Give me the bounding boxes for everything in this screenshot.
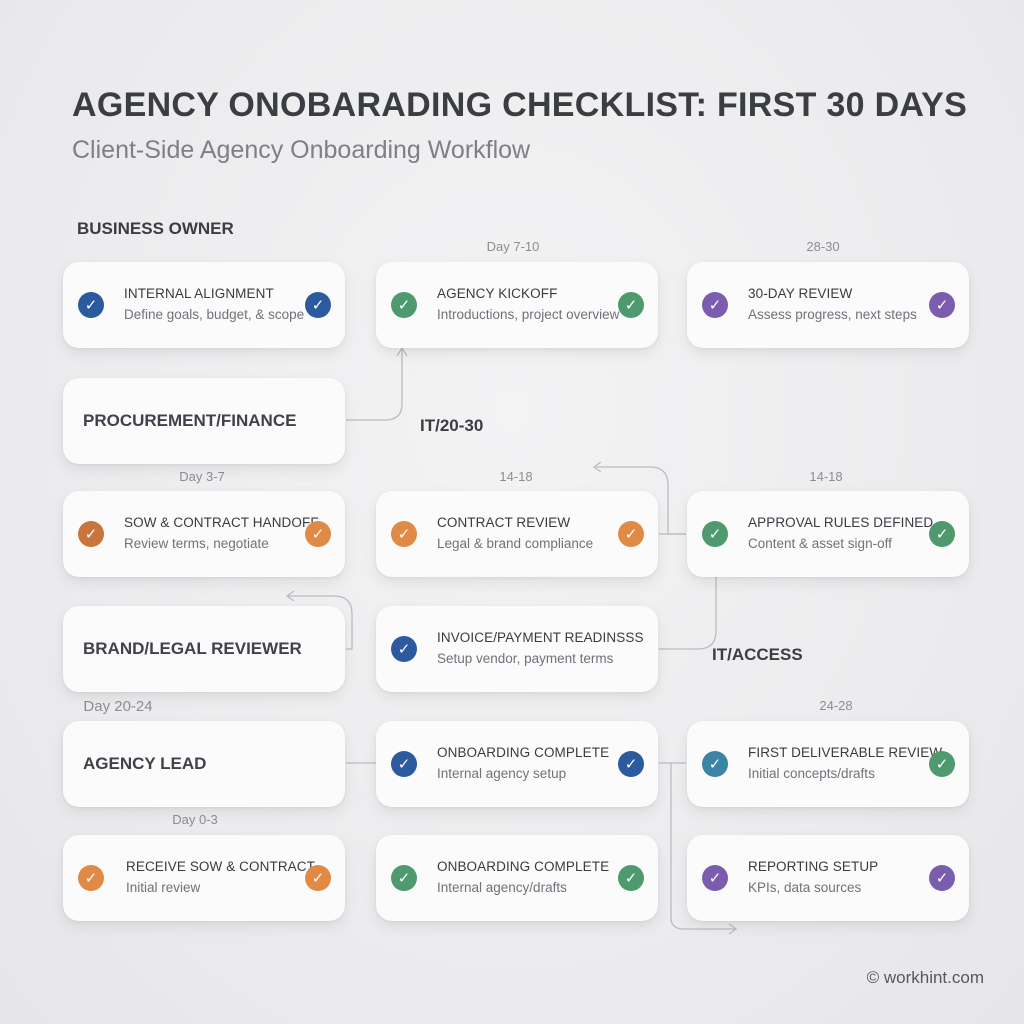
task-title: AGENCY KICKOFF [437, 286, 558, 301]
check-circle-icon[interactable]: ✓ [305, 292, 331, 318]
page-subtitle: Client-Side Agency Onboarding Workflow [72, 136, 531, 164]
task-title: ONBOARDING COMPLETE [437, 859, 610, 874]
task-subtitle: Review terms, negotiate [124, 536, 269, 551]
task-subtitle: Initial concepts/drafts [748, 766, 875, 781]
footer-credit: © workhint.com [866, 968, 984, 987]
day-label-3-7: Day 3-7 [179, 469, 225, 484]
task-title: FIRST DELIVERABLE REVIEW [748, 745, 943, 760]
connector-to-reporting [670, 763, 735, 930]
check-circle-icon: ✓ [391, 292, 417, 318]
task-subtitle: Assess progress, next steps [748, 307, 917, 322]
task-title: RECEIVE SOW & CONTRACT [126, 859, 315, 874]
task-card-sow-contract-handoff[interactable]: ✓ SOW & CONTRACT HANDOFF Review terms, n… [63, 491, 345, 577]
task-subtitle: Initial review [126, 880, 201, 895]
task-subtitle: Internal agency setup [437, 766, 567, 781]
task-card-30-day-review[interactable]: ✓ 30-DAY REVIEW Assess progress, next st… [687, 262, 969, 348]
task-card-approval-rules[interactable]: ✓ APPROVAL RULES DEFINED Content & asset… [687, 491, 969, 577]
task-title: 30-DAY REVIEW [748, 286, 853, 301]
arrowhead-right-reporting [728, 923, 738, 935]
task-card-contract-review[interactable]: ✓ CONTRACT REVIEW Legal & brand complian… [376, 491, 658, 577]
day-label-7-10: Day 7-10 [486, 239, 540, 254]
arrowhead-left-sow [285, 590, 295, 602]
arrowhead-left-contract [592, 461, 602, 473]
task-title: SOW & CONTRACT HANDOFF [124, 515, 319, 530]
task-card-agency-kickoff[interactable]: ✓ AGENCY KICKOFF Introductions, project … [376, 262, 658, 348]
check-circle-icon: ✓ [391, 865, 417, 891]
check-circle-icon: ✓ [78, 865, 104, 891]
day-label-14-18-right: 14-18 [809, 469, 843, 484]
check-circle-icon[interactable]: ✓ [618, 865, 644, 891]
task-title: APPROVAL RULES DEFINED [748, 515, 934, 530]
check-circle-icon[interactable]: ✓ [305, 865, 331, 891]
lane-label-it-access: IT/ACCESS [712, 645, 803, 664]
role-card-procurement-finance: PROCUREMENT/FINANCE [63, 378, 345, 464]
task-title: ONBOARDING COMPLETE [437, 745, 610, 760]
task-title: REPORTING SETUP [748, 859, 879, 874]
check-circle-icon[interactable]: ✓ [929, 751, 955, 777]
role-label: PROCUREMENT/FINANCE [83, 411, 297, 430]
role-card-agency-lead: AGENCY LEAD [63, 721, 345, 807]
task-card-onboarding-complete-1[interactable]: ✓ ONBOARDING COMPLETE Internal agency se… [376, 721, 658, 807]
check-circle-icon: ✓ [78, 292, 104, 318]
task-subtitle: Introductions, project overview [437, 307, 620, 322]
task-card-first-deliverable-review[interactable]: ✓ FIRST DELIVERABLE REVIEW Initial conce… [687, 721, 969, 807]
check-circle-icon: ✓ [702, 751, 728, 777]
check-circle-icon: ✓ [391, 521, 417, 547]
connector-contract-to-approval [596, 466, 686, 535]
check-circle-icon: ✓ [391, 636, 417, 662]
task-subtitle: KPIs, data sources [748, 880, 862, 895]
check-circle-icon[interactable]: ✓ [305, 521, 331, 547]
task-title: INVOICE/PAYMENT READINSSS [437, 630, 644, 645]
check-circle-icon[interactable]: ✓ [929, 865, 955, 891]
check-circle-icon[interactable]: ✓ [929, 521, 955, 547]
day-label-20-24: Day 20-24 [83, 698, 153, 715]
day-label-28-30: 28-30 [806, 239, 840, 254]
connector-invoice-to-approval [659, 576, 717, 650]
task-card-internal-alignment[interactable]: ✓ INTERNAL ALIGNMENT Define goals, budge… [63, 262, 345, 348]
task-subtitle: Internal agency/drafts [437, 880, 567, 895]
role-label: BRAND/LEGAL REVIEWER [83, 639, 302, 658]
task-subtitle: Define goals, budget, & scope [124, 307, 305, 322]
check-circle-icon: ✓ [702, 865, 728, 891]
check-circle-icon[interactable]: ✓ [618, 751, 644, 777]
check-circle-icon: ✓ [702, 521, 728, 547]
task-card-reporting-setup[interactable]: ✓ REPORTING SETUP KPIs, data sources ✓ [687, 835, 969, 921]
lane-label-business-owner: BUSINESS OWNER [77, 219, 234, 238]
check-circle-icon: ✓ [702, 292, 728, 318]
task-subtitle: Setup vendor, payment terms [437, 651, 614, 666]
page-title: AGENCY ONOBARADING CHECKLIST: FIRST 30 D… [72, 86, 968, 124]
lane-label-it-20-30: IT/20-30 [420, 416, 484, 435]
check-circle-icon: ✓ [391, 751, 417, 777]
check-circle-icon: ✓ [78, 521, 104, 547]
day-label-14-18: 14-18 [499, 469, 533, 484]
role-label: AGENCY LEAD [83, 754, 207, 773]
check-circle-icon[interactable]: ✓ [618, 521, 644, 547]
check-circle-icon[interactable]: ✓ [618, 292, 644, 318]
check-circle-icon[interactable]: ✓ [929, 292, 955, 318]
role-card-brand-legal-reviewer: BRAND/LEGAL REVIEWER [63, 606, 345, 692]
connector-brand-to-sow [288, 595, 353, 650]
task-title: CONTRACT REVIEW [437, 515, 571, 530]
task-subtitle: Content & asset sign-off [748, 536, 892, 551]
day-label-24-28: 24-28 [819, 698, 853, 713]
connector-procurement-to-kickoff [346, 350, 403, 421]
task-subtitle: Legal & brand compliance [437, 536, 594, 551]
arrowhead-up-kickoff [396, 346, 408, 357]
task-card-invoice-payment-readiness[interactable]: ✓ INVOICE/PAYMENT READINSSS Setup vendor… [376, 606, 658, 692]
task-card-receive-sow-contract[interactable]: ✓ RECEIVE SOW & CONTRACT Initial review … [63, 835, 345, 921]
task-title: INTERNAL ALIGNMENT [124, 286, 274, 301]
task-card-onboarding-complete-2[interactable]: ✓ ONBOARDING COMPLETE Internal agency/dr… [376, 835, 658, 921]
day-label-0-3: Day 0-3 [172, 812, 218, 827]
